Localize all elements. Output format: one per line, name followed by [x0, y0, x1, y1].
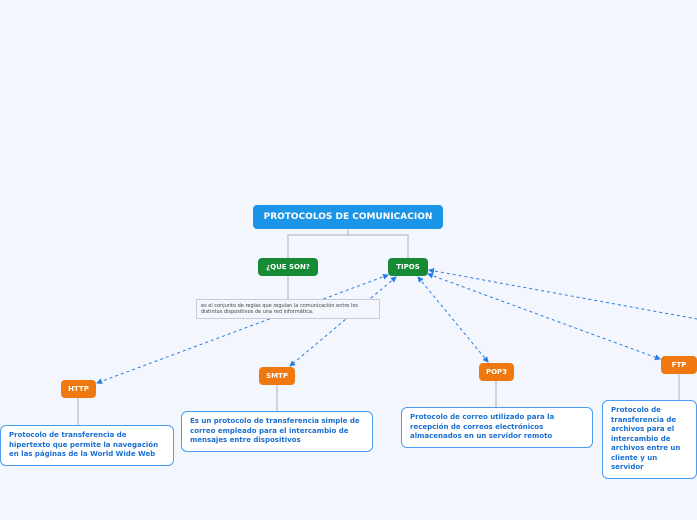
tipos-label: TIPOS: [396, 263, 420, 271]
http-description[interactable]: Protocolo de transferencia de hipertexto…: [0, 425, 174, 466]
que-son-description[interactable]: es el conjunto de reglas que regulan la …: [196, 299, 380, 319]
ftp-description[interactable]: Protocolo de transferencia de archivos p…: [602, 400, 697, 479]
root-label: PROTOCOLOS DE COMUNICACION: [263, 212, 433, 222]
root-node[interactable]: PROTOCOLOS DE COMUNICACION: [253, 205, 443, 229]
ftp-node[interactable]: FTP: [661, 356, 697, 374]
que-son-label: ¿QUE SON?: [266, 263, 310, 271]
smtp-label: SMTP: [266, 372, 288, 380]
http-label: HTTP: [68, 385, 89, 393]
smtp-description[interactable]: Es un protocolo de transferencia simple …: [181, 411, 373, 452]
smtp-node[interactable]: SMTP: [259, 367, 295, 385]
ftp-label: FTP: [671, 361, 687, 369]
pop3-label: POP3: [485, 368, 508, 376]
pop3-description[interactable]: Protocolo de correo utilizado para la re…: [401, 407, 593, 448]
pop3-node[interactable]: POP3: [479, 363, 514, 381]
tipos-node[interactable]: TIPOS: [388, 258, 428, 276]
que-son-node[interactable]: ¿QUE SON?: [258, 258, 318, 276]
http-node[interactable]: HTTP: [61, 380, 96, 398]
